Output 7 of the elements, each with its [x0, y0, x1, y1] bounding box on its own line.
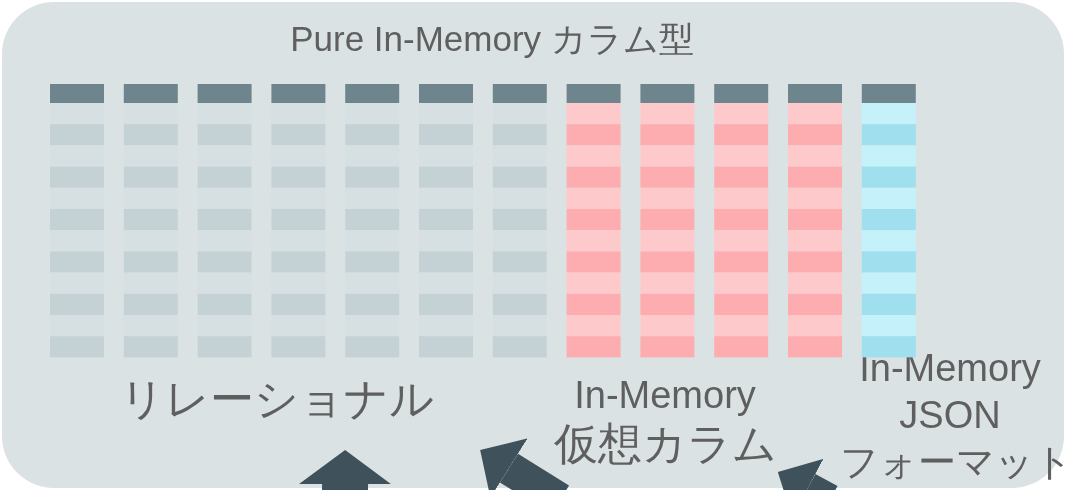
arrow [299, 450, 392, 490]
label: In-Memory [573, 373, 757, 418]
label: 仮想カラム [552, 418, 778, 470]
arrow [480, 438, 569, 490]
label: リレーショナル [119, 373, 435, 425]
title: Pure In-Memory カラム型 [289, 18, 695, 60]
arrow [777, 459, 838, 490]
